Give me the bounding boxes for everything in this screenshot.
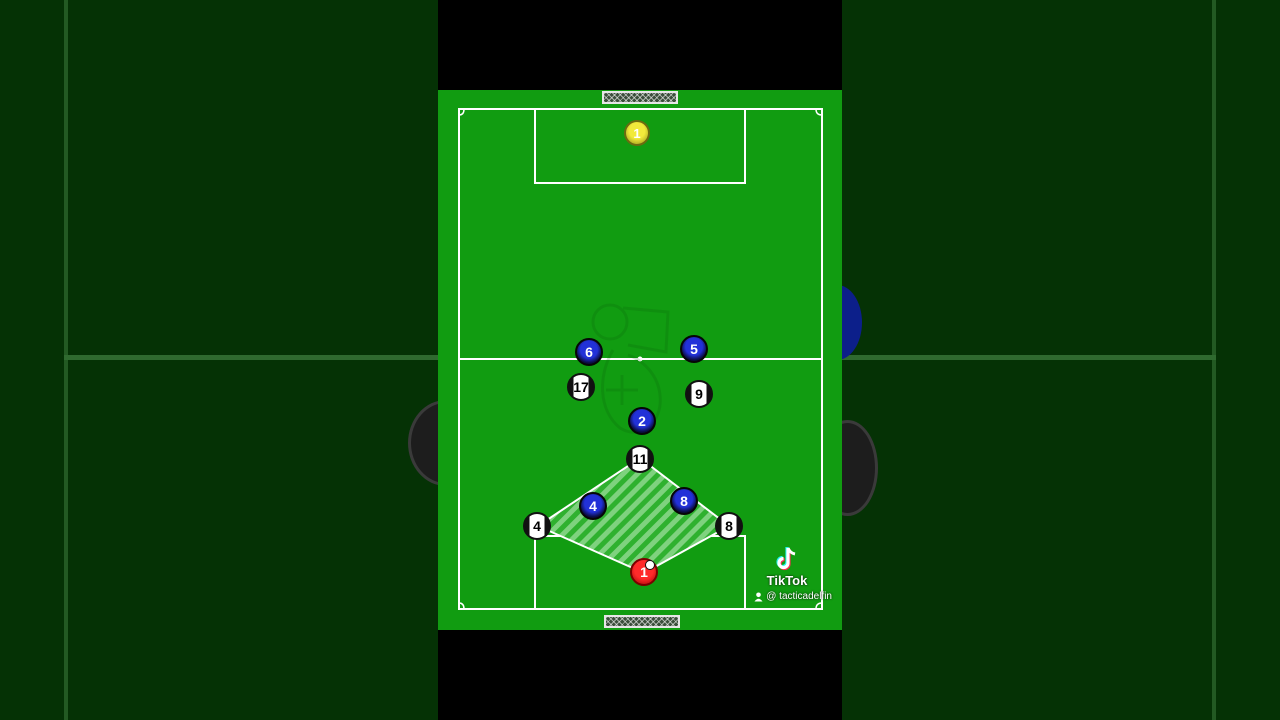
blue-player-6[interactable]: 6	[575, 338, 603, 366]
tiktok-brand-label: TikTok	[766, 573, 808, 588]
white-player-9[interactable]: 9	[685, 380, 713, 408]
tiktok-logo-icon	[776, 547, 796, 571]
white-player-4[interactable]: 4	[523, 512, 551, 540]
top-goal	[602, 91, 678, 104]
white-player-11[interactable]: 11	[626, 445, 654, 473]
blue-player-5[interactable]: 5	[680, 335, 708, 363]
bg-halfway-line	[64, 355, 438, 360]
bg-player-blur	[842, 420, 878, 516]
tiktok-watermark: TikTok @ tacticadelfin	[742, 546, 832, 602]
white-player-8[interactable]: 8	[715, 512, 743, 540]
goalkeeper-top-player[interactable]: 1	[624, 120, 650, 146]
tiktok-username-row: @ tacticadelfin	[742, 591, 832, 602]
blue-player-2[interactable]: 2	[628, 407, 656, 435]
blurred-background-right	[842, 0, 1280, 720]
blue-player-8[interactable]: 8	[670, 487, 698, 515]
football-pitch[interactable]: 1 6 5 17 9 2 11 4 8 4 8 1 TikTok @ tacti…	[438, 90, 842, 630]
bg-halfway-line	[842, 355, 1216, 360]
bottom-goal	[604, 615, 680, 628]
user-icon	[754, 592, 763, 601]
bg-field-line	[1212, 0, 1216, 720]
bg-player-blur	[408, 400, 438, 486]
soccer-ball-icon[interactable]	[645, 560, 655, 570]
blurred-background-left	[0, 0, 438, 720]
bg-player-blur	[842, 285, 862, 360]
white-player-17[interactable]: 17	[567, 373, 595, 401]
tiktok-username: @ tacticadelfin	[766, 591, 832, 602]
blue-player-4[interactable]: 4	[579, 492, 607, 520]
bg-field-line	[64, 0, 68, 720]
